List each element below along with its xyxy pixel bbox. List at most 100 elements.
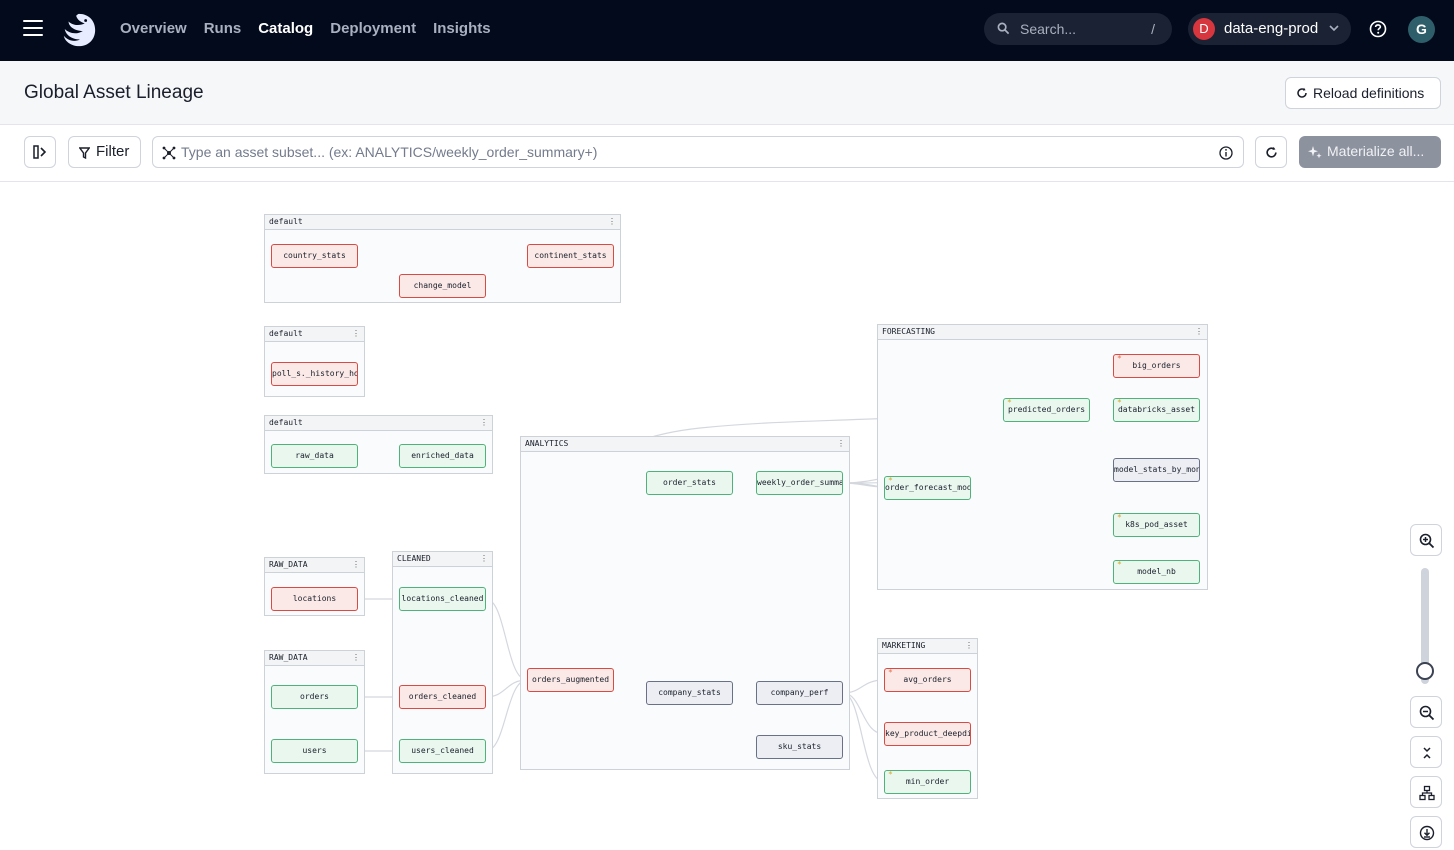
more-icon[interactable]: ⋮ <box>1195 327 1203 336</box>
download-graph-button[interactable] <box>1410 816 1442 848</box>
more-icon[interactable]: ⋮ <box>480 554 488 563</box>
refresh-icon <box>1266 146 1277 158</box>
asset-subset-input[interactable]: Type an asset subset... (ex: ANALYTICS/w… <box>152 136 1244 168</box>
asset-node[interactable]: users <box>271 739 358 763</box>
filter-icon <box>79 147 90 159</box>
asset-node[interactable]: continent_stats <box>527 244 614 268</box>
hierarchy-icon <box>1419 785 1435 801</box>
materialize-all-button[interactable]: Materialize all... <box>1299 136 1441 168</box>
more-icon[interactable]: ⋮ <box>352 329 360 338</box>
nav-runs[interactable]: Runs <box>203 20 242 37</box>
asset-node[interactable]: poll_s._history_hour <box>271 362 358 386</box>
group-title: CLEANED <box>397 554 431 563</box>
materialize-label: Materialize all... <box>1327 143 1425 159</box>
asset-node[interactable]: locations_cleaned <box>399 587 486 611</box>
asset-node[interactable]: company_stats <box>646 681 733 705</box>
graph-toolbar: Filter Type an asset subset... (ex: ANAL… <box>0 125 1454 182</box>
star-icon: * <box>888 770 893 779</box>
subset-placeholder: Type an asset subset... (ex: ANALYTICS/w… <box>181 144 598 160</box>
zoom-slider-track[interactable] <box>1421 568 1429 684</box>
star-icon: * <box>1007 398 1012 407</box>
asset-node[interactable]: *order_forecast_model <box>884 476 971 500</box>
group-header: RAW_DATA⋮ <box>265 651 364 666</box>
asset-node[interactable]: enriched_data <box>399 444 486 468</box>
asset-node[interactable]: *databricks_asset <box>1113 398 1200 422</box>
group-header: RAW_DATA⋮ <box>265 558 364 573</box>
layout-graph-button[interactable] <box>1410 776 1442 808</box>
filter-label: Filter <box>96 143 130 160</box>
star-icon: * <box>888 476 893 485</box>
info-icon[interactable] <box>1219 146 1233 160</box>
search-icon <box>997 22 1010 35</box>
refresh-graph-button[interactable] <box>1255 136 1287 168</box>
group-title: default <box>269 329 303 338</box>
zoom-in-button[interactable] <box>1410 524 1442 556</box>
zoom-slider-handle[interactable] <box>1416 662 1434 680</box>
nav-insights[interactable]: Insights <box>433 20 491 37</box>
more-icon[interactable]: ⋮ <box>837 439 845 448</box>
asset-node[interactable]: *big_orders <box>1113 354 1200 378</box>
group-header: FORECASTING ⋮ <box>878 325 1207 340</box>
toggle-sidebar-button[interactable] <box>24 136 56 168</box>
zoom-in-icon <box>1419 533 1435 549</box>
lineage-graph-canvas[interactable]: default ⋮ country_stats change_model cont… <box>0 183 1454 850</box>
dagster-logo[interactable] <box>60 11 98 49</box>
asset-node[interactable]: model_stats_by_month <box>1113 458 1200 482</box>
asset-node[interactable]: orders <box>271 685 358 709</box>
asset-node[interactable]: locations <box>271 587 358 611</box>
asset-node[interactable]: *avg_orders <box>884 668 971 692</box>
asset-node[interactable]: sku_stats <box>756 735 843 759</box>
nav-deployment[interactable]: Deployment <box>330 20 417 37</box>
asset-node[interactable]: raw_data <box>271 444 358 468</box>
star-icon: * <box>1117 354 1122 363</box>
more-icon[interactable]: ⋮ <box>352 653 360 662</box>
reload-label: Reload definitions <box>1313 85 1425 101</box>
group-title: default <box>269 418 303 427</box>
asset-node[interactable]: users_cleaned <box>399 739 486 763</box>
asset-node[interactable]: *model_nb <box>1113 560 1200 584</box>
reload-definitions-button[interactable]: Reload definitions <box>1285 77 1441 109</box>
global-search[interactable]: Search... / <box>984 13 1172 45</box>
refresh-icon <box>1297 87 1307 98</box>
group-header: default⋮ <box>265 215 620 230</box>
nav-catalog[interactable]: Catalog <box>258 20 314 37</box>
asset-node[interactable]: key_product_deepdive <box>884 722 971 746</box>
sidebar-toggle-icon <box>33 145 47 159</box>
collapse-groups-button[interactable] <box>1410 736 1442 768</box>
search-shortcut: / <box>1151 21 1155 37</box>
deployment-name: data-eng-prod <box>1224 20 1319 37</box>
zoom-out-button[interactable] <box>1410 696 1442 728</box>
zoom-out-icon <box>1419 705 1435 721</box>
asset-node[interactable]: order_stats <box>646 471 733 495</box>
chevron-down-icon <box>1329 25 1339 32</box>
more-icon[interactable]: ⋮ <box>352 560 360 569</box>
asset-node[interactable]: company_perf <box>756 681 843 705</box>
help-icon[interactable] <box>1369 20 1387 38</box>
group-header: default ⋮ <box>265 327 364 342</box>
group-title: ANALYTICS <box>525 439 569 448</box>
more-icon[interactable]: ⋮ <box>965 641 973 650</box>
nav-overview[interactable]: Overview <box>120 20 187 37</box>
asset-node[interactable]: change_model <box>399 274 486 298</box>
page-title: Global Asset Lineage <box>24 82 204 103</box>
star-icon: * <box>888 668 893 677</box>
asset-node[interactable]: country_stats <box>271 244 358 268</box>
asset-node[interactable]: *min_order <box>884 770 971 794</box>
download-icon <box>1419 825 1435 841</box>
star-icon: * <box>1117 398 1122 407</box>
more-icon[interactable]: ⋮ <box>480 418 488 427</box>
asset-node[interactable]: orders_cleaned <box>399 685 486 709</box>
group-title: FORECASTING <box>882 327 935 336</box>
filter-button[interactable]: Filter <box>68 136 141 168</box>
search-placeholder: Search... <box>1020 21 1077 37</box>
user-avatar[interactable]: G <box>1408 16 1435 43</box>
menu-icon[interactable] <box>23 20 43 36</box>
more-icon[interactable]: ⋮ <box>608 217 616 226</box>
asset-node[interactable]: orders_augmented <box>527 668 614 692</box>
asset-node[interactable]: *k8s_pod_asset <box>1113 513 1200 537</box>
group-title: MARKETING <box>882 641 926 650</box>
asset-node[interactable]: *predicted_orders <box>1003 398 1090 422</box>
deployment-switcher[interactable]: D data-eng-prod <box>1188 13 1351 45</box>
star-icon: * <box>1117 560 1122 569</box>
asset-node[interactable]: weekly_order_summary <box>756 471 843 495</box>
